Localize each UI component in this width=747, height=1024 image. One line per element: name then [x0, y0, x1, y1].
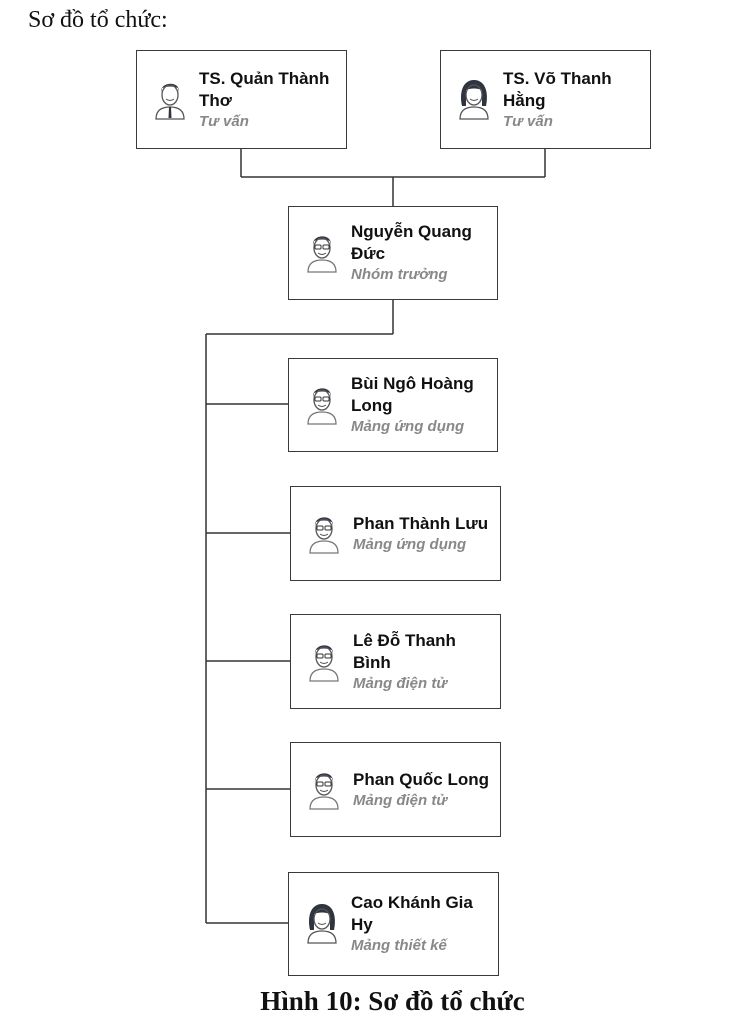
male-glasses-avatar-icon: [307, 388, 337, 425]
org-node-advisor[interactable]: TS. Quản Thành Thơ Tư vấn: [136, 50, 347, 149]
male-glasses-avatar-icon: [309, 772, 339, 810]
node-name: Nguyễn Quang Đức: [351, 222, 472, 263]
node-name: TS. Võ Thanh Hằng: [503, 68, 612, 110]
figure-caption: Hình 10: Sơ đồ tổ chức: [260, 986, 525, 1016]
female-avatar-icon: [307, 904, 337, 944]
male-glasses-avatar-icon: [309, 516, 339, 554]
male-glasses-avatar-icon: [307, 236, 337, 273]
org-node-member[interactable]: Lê Đỗ Thanh Bình Mảng điện tử: [290, 614, 501, 709]
org-node-advisor[interactable]: TS. Võ Thanh Hằng Tư vấn: [440, 50, 651, 149]
node-name: Phan Quốc Long: [353, 769, 489, 789]
org-node-member[interactable]: Bùi Ngô Hoàng Long Mảng ứng dụng: [288, 358, 498, 452]
node-name: Bùi Ngô Hoàng Long: [351, 374, 474, 415]
org-node-member[interactable]: Phan Thành Lưu Mảng ứng dụng: [290, 486, 501, 581]
section-heading: Sơ đồ tổ chức:: [28, 7, 168, 33]
node-role: Tư vấn: [503, 112, 553, 130]
female-avatar-icon: [459, 79, 489, 120]
node-role: Mảng ứng dụng: [353, 535, 467, 553]
node-role: Mảng thiết kế: [351, 937, 447, 954]
node-name: Lê Đỗ Thanh Bình: [353, 630, 456, 672]
org-node-member[interactable]: Cao Khánh Gia Hy Mảng thiết kế: [288, 872, 499, 976]
male-glasses-avatar-icon: [309, 644, 339, 682]
node-role: Nhóm trưởng: [351, 266, 448, 283]
org-node-leader[interactable]: Nguyễn Quang Đức Nhóm trưởng: [288, 206, 498, 300]
node-role: Mảng ứng dụng: [351, 418, 465, 435]
node-name: Cao Khánh Gia Hy: [351, 893, 473, 934]
node-name: Phan Thành Lưu: [353, 513, 489, 533]
org-node-member[interactable]: Phan Quốc Long Mảng điện tử: [290, 742, 501, 837]
node-name: TS. Quản Thành Thơ: [199, 68, 330, 110]
node-role: Tư vấn: [199, 112, 249, 130]
male-tie-avatar-icon: [155, 83, 185, 120]
node-role: Mảng điện tử: [353, 674, 448, 692]
node-role: Mảng điện tử: [353, 791, 448, 809]
